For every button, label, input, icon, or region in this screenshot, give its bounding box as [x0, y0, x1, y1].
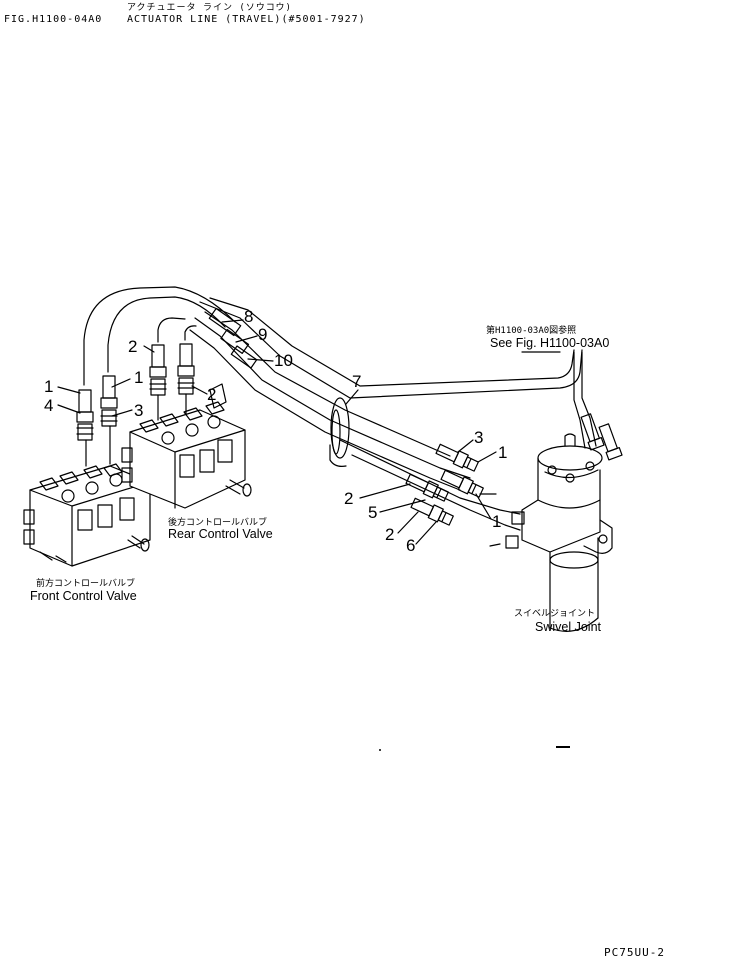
- figure-title: ACTUATOR LINE (TRAVEL)(#5001-7927): [127, 14, 366, 25]
- callout-1: 1: [134, 368, 143, 387]
- pipe-clamp: [330, 397, 350, 459]
- rear-valve-jp-label: 後方コントロールバルブ: [168, 518, 268, 528]
- pipe-to-see-fig-b: [209, 297, 575, 387]
- pipe-to-see-fig-a: [199, 301, 583, 399]
- callout-1: 1: [492, 512, 501, 531]
- front-valve-jp-label: 前方コントロールバルブ: [36, 579, 136, 589]
- hose-inner: [107, 296, 226, 373]
- figure-title-jp: アクチュエータ ライン (ソウコウ): [127, 3, 292, 13]
- figure-id: FIG.H1100-04A0: [4, 14, 103, 25]
- hose-outer: [83, 286, 236, 386]
- drawing-code: PC75UU-2: [604, 946, 665, 959]
- callout-1: 1: [44, 377, 53, 396]
- callout-3: 3: [474, 428, 483, 447]
- callout-5: 5: [368, 503, 377, 522]
- callout-9: 9: [258, 325, 267, 344]
- swivel-label: Swivel Joint: [535, 620, 601, 634]
- front-valve-label: Front Control Valve: [30, 589, 137, 603]
- rear-valve-body: [129, 409, 246, 509]
- callout-2: 2: [207, 385, 216, 404]
- pipe-4: [339, 439, 521, 515]
- callout-2: 2: [385, 525, 394, 544]
- rear-valve-label: Rear Control Valve: [168, 527, 273, 541]
- pipe-3: [204, 311, 451, 457]
- pipe-1: [194, 317, 471, 479]
- see-fig-jp-label: 第H1100-03A0図参照: [486, 326, 577, 336]
- callout-3: 3: [134, 401, 143, 420]
- callout-1: 1: [498, 443, 507, 462]
- pipe-2: [189, 329, 461, 491]
- callout-4: 4: [44, 396, 53, 415]
- swivel-jp-label: スイベルジョイント: [514, 609, 596, 619]
- callout-2: 2: [344, 489, 353, 508]
- callout-8: 8: [244, 307, 253, 326]
- see-fig-label: See Fig. H1100-03A0: [490, 336, 610, 350]
- callout-2: 2: [128, 337, 137, 356]
- pipe-5: [351, 454, 521, 531]
- hose-short-b: [184, 325, 197, 341]
- hose-short-a: [157, 317, 186, 343]
- callout-6: 6: [406, 536, 415, 555]
- callout-7: 7: [352, 372, 361, 391]
- callout-10: 10: [274, 351, 293, 370]
